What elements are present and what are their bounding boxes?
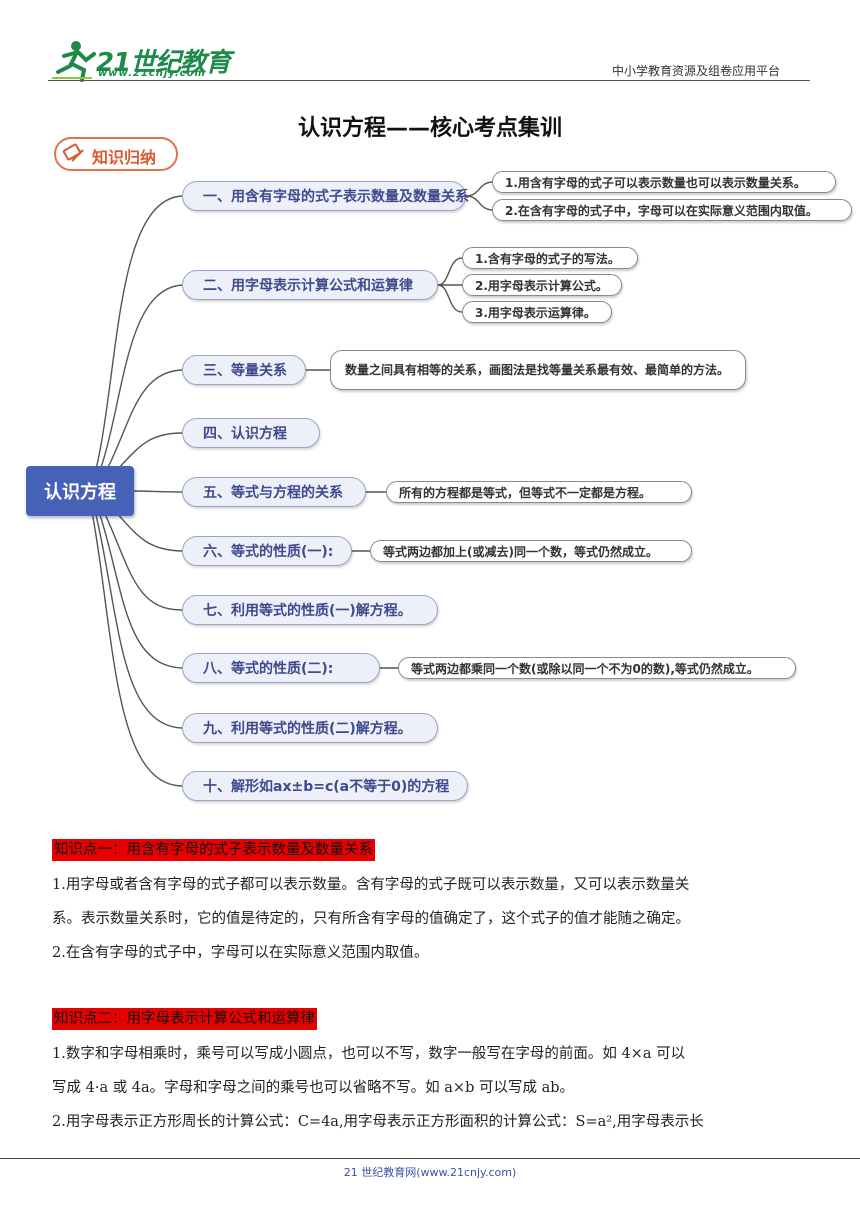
- branch-3: 三、等量关系: [182, 355, 306, 385]
- branch-7: 七、利用等式的性质(一)解方程。: [182, 595, 438, 625]
- leaf-1-2: 2.在含有字母的式子中，字母可以在实际意义范围内取值。: [492, 199, 852, 221]
- section-1-line-1: 1.用字母或者含有字母的式子都可以表示数量。含有字母的式子既可以表示数量，又可以…: [52, 877, 690, 893]
- runner-logo-icon: [52, 41, 96, 82]
- brand-url: www.21cnjy.com: [98, 68, 206, 79]
- brand-name: 21世纪教育: [96, 48, 231, 78]
- branch-2: 二、用字母表示计算公式和运算律: [182, 270, 438, 300]
- section-heading-2: 知识点二：用字母表示计算公式和运算律: [52, 1008, 317, 1030]
- leaf-2-2: 2.用字母表示计算公式。: [462, 274, 622, 296]
- section-2-line-2: 写成 4·a 或 4a。字母和字母之间的乘号也可以省略不写。如 a×b 可以写成…: [52, 1080, 575, 1096]
- footer-divider: [0, 1158, 860, 1159]
- branch-9: 九、利用等式的性质(二)解方程。: [182, 713, 438, 743]
- section-1-line-3: 2.在含有字母的式子中，字母可以在实际意义范围内取值。: [52, 945, 429, 961]
- branch-5: 五、等式与方程的关系: [182, 477, 366, 507]
- leaf-6-1: 等式两边都加上(或减去)同一个数，等式仍然成立。: [370, 540, 692, 562]
- header-platform-text: 中小学教育资源及组卷应用平台: [612, 64, 781, 78]
- footer-text: 21 世纪教育网(www.21cnjy.com): [343, 1166, 517, 1179]
- badge-label: 知识归纳: [92, 148, 157, 167]
- section-1-line-2: 系。表示数量关系时，它的值是待定的，只有所含有字母的值确定了，这个式子的值才能随…: [52, 911, 690, 927]
- knowledge-summary-badge: [54, 137, 178, 171]
- header-divider: [48, 80, 810, 81]
- section-2-line-1: 1.数字和字母相乘时，乘号可以写成小圆点，也可以不写，数字一般写在字母的前面。如…: [52, 1046, 686, 1062]
- section-2-line-3: 2.用字母表示正方形周长的计算公式：C=4a,用字母表示正方形面积的计算公式：S…: [52, 1114, 704, 1130]
- page-title: 认识方程——核心考点集训: [297, 116, 562, 141]
- leaf-2-1: 1.含有字母的式子的写法。: [462, 247, 638, 269]
- branch-1: 一、用含有字母的式子表示数量及数量关系: [182, 181, 469, 211]
- pencil-ruler-icon: [62, 143, 84, 162]
- leaf-3-1: 数量之间具有相等的关系，画图法是找等量关系最有效、最简单的方法。: [330, 350, 746, 390]
- leaf-2-3: 3.用字母表示运算律。: [462, 301, 612, 323]
- section-heading-1: 知识点一：用含有字母的式子表示数量及数量关系: [52, 839, 375, 861]
- branch-10: 十、解形如ax±b=c(a不等于0)的方程: [182, 771, 468, 801]
- mindmap-root: 认识方程: [26, 466, 134, 516]
- branch-4: 四、认识方程: [182, 418, 320, 448]
- leaf-1-1: 1.用含有字母的式子可以表示数量也可以表示数量关系。: [492, 171, 836, 193]
- branch-8: 八、等式的性质(二):: [182, 653, 380, 683]
- branch-6: 六、等式的性质(一):: [182, 536, 352, 566]
- leaf-5-1: 所有的方程都是等式，但等式不一定都是方程。: [386, 481, 692, 503]
- leaf-8-1: 等式两边都乘同一个数(或除以同一个不为0的数),等式仍然成立。: [398, 657, 796, 679]
